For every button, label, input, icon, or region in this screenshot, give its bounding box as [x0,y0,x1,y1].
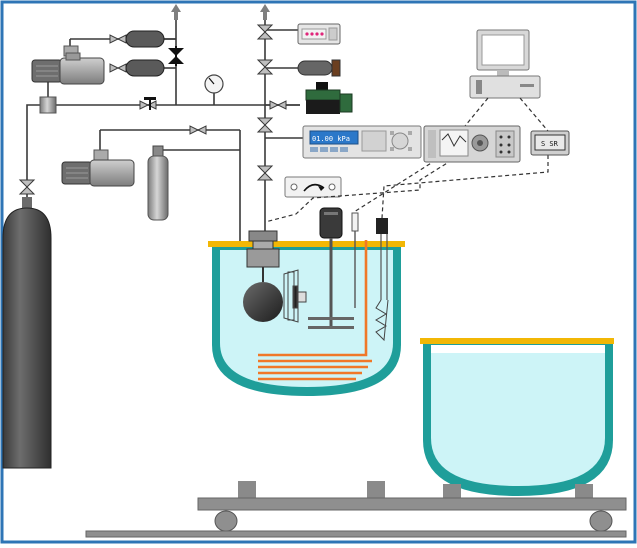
cooler-unit [297,59,341,77]
ssr-label: S SR [541,140,559,148]
reactor-probe [243,230,283,322]
vacuum-pump-icon [31,45,105,85]
gas-cylinder-icon [2,197,52,469]
display-unit [297,23,341,45]
vent-arrow-right [260,4,270,20]
trolley [85,481,627,538]
ssr-icon: S SR [530,130,570,156]
controller-icon: 01.00 kPa [302,125,422,159]
computer-icon [469,29,541,99]
stirrer-motor-icon [308,207,354,329]
dial-indicator-icon [284,176,342,198]
water-bath-rim [420,338,614,344]
gas-bottle-icon [125,30,165,77]
turbo-pump [305,82,353,114]
pressure-gauge-icon [204,74,224,105]
water-bath [420,338,614,496]
data-links [264,97,549,223]
readout-text: 01.00 kPa [312,135,350,143]
needle-valve [144,46,184,110]
vacuum-pump-icon [61,149,135,187]
thermocouple [351,212,359,308]
vent-arrow-left [171,4,181,20]
heater-coil [258,240,372,381]
cross-fitting [39,96,57,114]
immersion-heater [375,218,389,342]
data-logger-icon [423,125,521,163]
gas-bottle-icon [147,145,169,221]
reactor-rim [208,241,405,247]
magnetic-coupling [283,269,307,323]
